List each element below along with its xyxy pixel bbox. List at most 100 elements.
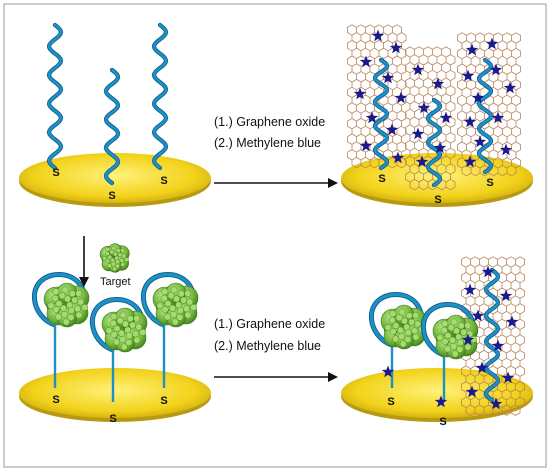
protein-target-icon: [99, 243, 130, 273]
protein-bead: [414, 320, 422, 328]
protein-bead: [112, 266, 117, 272]
protein-bead: [171, 318, 179, 326]
protein-target-icon: [43, 282, 90, 328]
aptamer-target-complexes-bottom-right: [369, 292, 479, 400]
protein-bead: [455, 333, 463, 341]
protein-bead: [173, 295, 180, 303]
protein-bead: [160, 294, 168, 302]
protein-target-icon: [152, 282, 199, 328]
protein-bead: [444, 345, 451, 353]
protein-bead: [457, 322, 465, 330]
protein-bead: [113, 338, 120, 346]
protein-bead: [404, 329, 412, 337]
protein-bead: [161, 288, 169, 296]
methylene-blue-star-icon: [434, 395, 448, 408]
methylene-blue-star-icon: [473, 135, 487, 148]
methylene-blue-star-icon: [463, 155, 477, 168]
protein-bead: [405, 312, 413, 320]
dna-helix-highlight: [47, 23, 63, 170]
protein-bead: [460, 328, 467, 336]
protein-bead: [389, 310, 397, 318]
methylene-blue-star-icon: [475, 361, 489, 374]
thiol-s-label: S: [160, 175, 167, 187]
methylene-blue-star-icon: [385, 123, 399, 136]
methylene-blue-star-icon: [481, 265, 495, 278]
protein-bead: [164, 313, 171, 321]
protein-bead: [105, 258, 111, 264]
protein-bead: [389, 328, 397, 335]
protein-bead: [52, 306, 60, 313]
bottom-step2-label: (2.) Methylene blue: [214, 339, 321, 353]
protein-bead: [120, 262, 126, 267]
protein-bead: [124, 257, 129, 262]
thiol-s-label: S: [439, 416, 446, 428]
protein-bead: [440, 326, 448, 334]
methylene-blue-star-icon: [381, 365, 395, 378]
protein-bead: [75, 289, 83, 297]
protein-bead: [81, 303, 89, 311]
protein-bead: [64, 295, 71, 303]
protein-bead: [180, 296, 187, 304]
protein-bead: [399, 340, 407, 348]
dna-helix-highlight: [152, 23, 168, 170]
protein-bead: [139, 328, 147, 336]
methylene-blue-star-icon: [365, 111, 379, 124]
methylene-blue-star-icon: [394, 91, 408, 104]
protein-bead: [156, 302, 164, 310]
methylene-blue-star-icon: [489, 397, 503, 410]
protein-bead: [135, 323, 143, 331]
methylene-blue-star-icon: [465, 43, 479, 56]
protein-bead: [451, 350, 459, 358]
methylene-blue-stars-top-right: [353, 29, 517, 168]
methylene-blue-star-icon: [485, 37, 499, 50]
protein-bead: [116, 317, 124, 325]
protein-bead: [66, 301, 74, 309]
protein-bead: [119, 258, 125, 263]
methylene-blue-star-icon: [463, 283, 477, 296]
protein-bead: [125, 339, 133, 346]
methylene-blue-star-icon: [461, 333, 475, 346]
thiol-s-label: S: [434, 194, 441, 206]
protein-bead: [117, 252, 123, 258]
protein-bead: [450, 343, 457, 350]
protein-bead: [58, 292, 66, 300]
thiol-s-label: S: [486, 177, 493, 189]
protein-bead: [120, 248, 125, 253]
methylene-blue-star-icon: [499, 289, 513, 302]
protein-bead: [177, 290, 185, 298]
protein-bead: [456, 339, 464, 347]
protein-bead: [115, 263, 120, 269]
protein-bead: [51, 294, 59, 302]
thiol-s-label: S: [160, 395, 167, 407]
protein-bead: [119, 311, 127, 319]
graphene-oxide-sheets-top-right: [347, 24, 521, 191]
protein-bead: [164, 300, 172, 307]
protein-bead: [170, 311, 177, 318]
protein-bead: [126, 315, 134, 323]
protein-bead: [74, 305, 81, 313]
protein-bead: [450, 318, 458, 326]
protein-bead: [105, 247, 111, 252]
methylene-blue-star-icon: [353, 87, 367, 100]
protein-bead: [161, 306, 169, 313]
protein-bead: [456, 346, 464, 353]
protein-bead: [412, 333, 420, 341]
protein-bead: [120, 343, 128, 351]
methylene-blue-star-icon: [381, 71, 395, 84]
protein-bead: [62, 318, 70, 326]
protein-bead: [113, 251, 118, 257]
dna-helix-highlight: [373, 58, 389, 170]
protein-bead: [176, 307, 184, 315]
protein-bead: [176, 314, 184, 321]
protein-bead: [392, 322, 400, 329]
thiol-s-label: S: [109, 413, 116, 425]
protein-target-icon: [380, 304, 427, 350]
bottom-step1-label: (1.) Graphene oxide: [214, 317, 325, 331]
protein-bead: [55, 313, 62, 321]
protein-bead: [411, 327, 418, 335]
dna-helix-highlight: [477, 58, 493, 174]
protein-bead: [398, 333, 405, 340]
methylene-blue-star-icon: [489, 63, 503, 76]
target-label: Target: [100, 276, 131, 288]
